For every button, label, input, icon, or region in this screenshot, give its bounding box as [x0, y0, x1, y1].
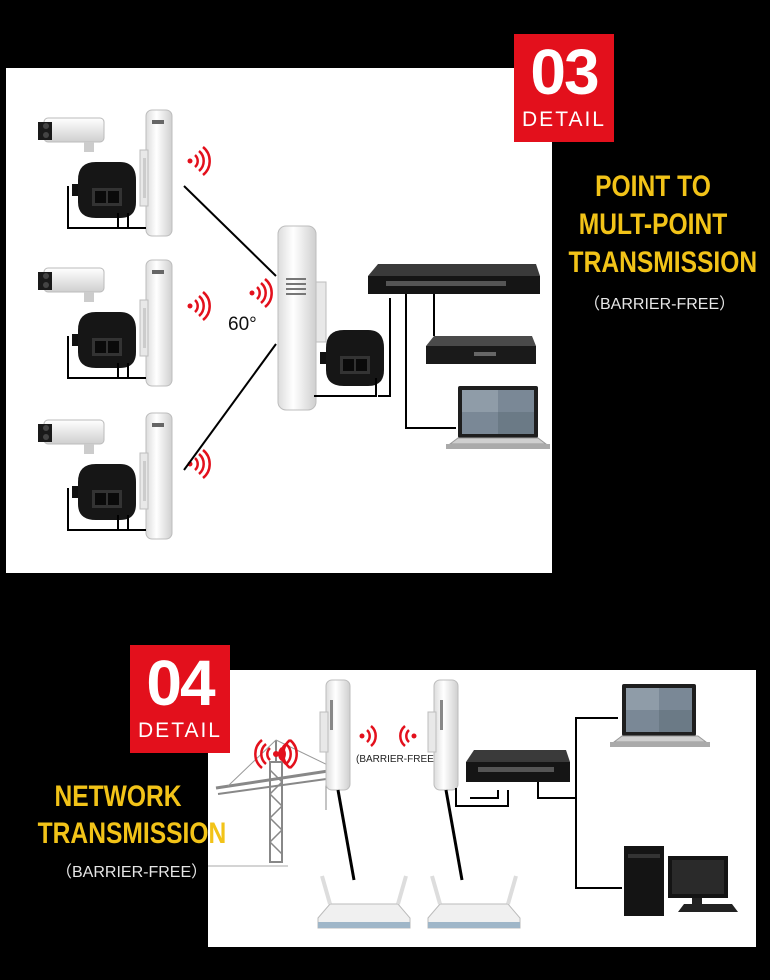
network-transmission-diagram: (BARRIER-FREE) [208, 679, 738, 930]
desktop-computer-icon [624, 846, 738, 916]
badge-number: 04 [146, 647, 215, 719]
title-line: TRANSMISSION [37, 817, 227, 850]
outdoor-cpe-icon [139, 259, 173, 387]
wifi-signal-icon [186, 290, 211, 322]
section3-title: POINT TO MULT-POINT TRANSMISSION [568, 168, 758, 282]
section4-title: NETWORK TRANSMISSION [37, 778, 227, 852]
wifi-signal-icon [358, 724, 377, 748]
outdoor-cpe-icon [139, 412, 173, 540]
wifi-signal-icon [248, 277, 273, 309]
badge-number: 03 [530, 36, 599, 108]
title-line: POINT TO [595, 170, 711, 203]
ip-camera-icon [37, 419, 105, 455]
outdoor-cpe-icon [427, 679, 459, 791]
wireless-router-icon [316, 874, 412, 930]
title-line: NETWORK [54, 780, 182, 813]
angle-label: 60° [228, 314, 257, 335]
network-switch-icon [368, 264, 540, 294]
network-switch-icon [466, 750, 570, 782]
badge-label: DETAIL [522, 108, 606, 131]
detail-badge-03: 03 DETAIL [514, 34, 614, 142]
title-line: MULT-POINT [578, 208, 728, 241]
wireless-router-icon [426, 874, 522, 930]
wifi-signal-icon [186, 145, 211, 177]
laptop-icon [446, 386, 550, 449]
remote-station-3 [37, 412, 211, 540]
ip-camera-icon [37, 117, 105, 153]
remote-station-2 [37, 259, 211, 387]
poe-injector-icon [320, 330, 384, 386]
ip-camera-icon [37, 267, 105, 303]
wifi-signal-icon [186, 448, 211, 480]
diagram-panel-point-to-multipoint: 60° [6, 68, 552, 573]
diagram-panel-network-transmission: (BARRIER-FREE) [208, 670, 756, 947]
poe-injector-icon [72, 162, 136, 218]
nvr-icon [426, 336, 536, 364]
badge-label: DETAIL [138, 719, 222, 742]
point-to-multipoint-diagram: 60° [37, 109, 550, 540]
outdoor-cpe-icon [319, 679, 351, 791]
section3-subtitle: （BARRIER-FREE） [584, 296, 736, 313]
link-label: (BARRIER-FREE) [356, 754, 437, 765]
poe-injector-icon [72, 464, 136, 520]
base-station [248, 225, 327, 411]
wifi-signal-icon [399, 724, 418, 748]
poe-injector-icon [72, 312, 136, 368]
section4-subtitle: （BARRIER-FREE） [56, 864, 208, 881]
detail-badge-04: 04 DETAIL [130, 645, 230, 753]
laptop-icon [610, 684, 710, 747]
remote-station-1 [37, 109, 211, 237]
outdoor-cpe-icon [139, 109, 173, 237]
title-line: TRANSMISSION [568, 246, 758, 279]
